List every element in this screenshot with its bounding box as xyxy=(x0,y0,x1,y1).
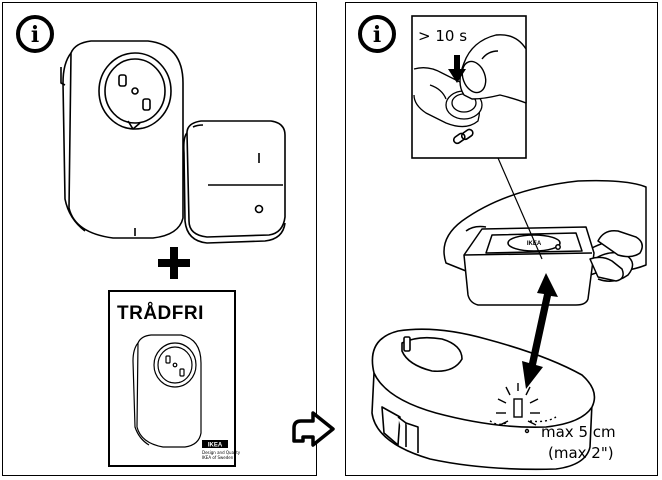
right-step-panel: i IKEA > 10 s xyxy=(345,2,658,476)
remote-in-hand: IKEA xyxy=(463,226,595,306)
duration-label: > 10 s xyxy=(418,27,467,45)
info-icon: i xyxy=(358,15,396,53)
info-glyph: i xyxy=(31,22,39,48)
remote-brand: IKEA xyxy=(527,241,542,247)
plug-socket-icon xyxy=(60,40,184,239)
distance-label-cm: max 5 cm xyxy=(541,423,616,441)
pairing-link-icon xyxy=(452,128,474,145)
wireless-remote-icon xyxy=(183,120,286,244)
ikea-logo xyxy=(202,440,228,448)
product-box: TRÅDFRI IKEA Design and Quality IKEA of … xyxy=(108,290,241,467)
plus-icon xyxy=(158,247,190,279)
right-panel-drawing: i IKEA > 10 s xyxy=(358,15,647,471)
inset-detail: > 10 s xyxy=(411,15,543,260)
socket-outlet-icon xyxy=(371,328,596,471)
double-arrow-icon xyxy=(522,273,558,389)
info-icon: i xyxy=(16,15,54,53)
finger-press-icon xyxy=(459,34,527,104)
left-panel-drawing: i xyxy=(16,15,286,467)
distance-label-in: (max 2") xyxy=(548,444,614,462)
box-fine-print-1: Design and Quality xyxy=(202,450,241,455)
press-arrow xyxy=(448,55,466,83)
box-plug-image xyxy=(132,334,202,448)
left-step-panel: i xyxy=(2,2,317,476)
box-brand: IKEA xyxy=(208,443,223,449)
signal-light-icon xyxy=(487,383,557,434)
fingers xyxy=(589,229,643,282)
info-glyph: i xyxy=(373,22,381,48)
box-fine-print-2: IKEA of Sweden xyxy=(202,455,234,460)
box-title: TRÅDFRI xyxy=(117,303,204,324)
